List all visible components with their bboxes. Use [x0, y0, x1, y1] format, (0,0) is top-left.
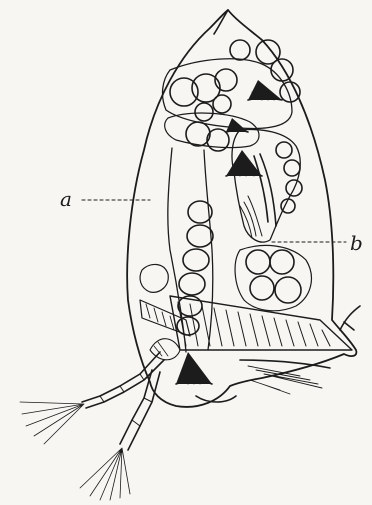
antenna-left-upper	[20, 352, 164, 444]
left-cell	[140, 264, 168, 292]
antenna-left-lower	[80, 370, 160, 500]
label-b: b	[350, 231, 363, 255]
middle-brood-chamber	[165, 95, 259, 151]
lower-egg-cluster	[235, 245, 311, 310]
label-a: a	[60, 187, 72, 211]
muscle-band	[140, 296, 352, 350]
abdominal-setae	[240, 360, 330, 394]
right-embryo	[226, 130, 302, 243]
